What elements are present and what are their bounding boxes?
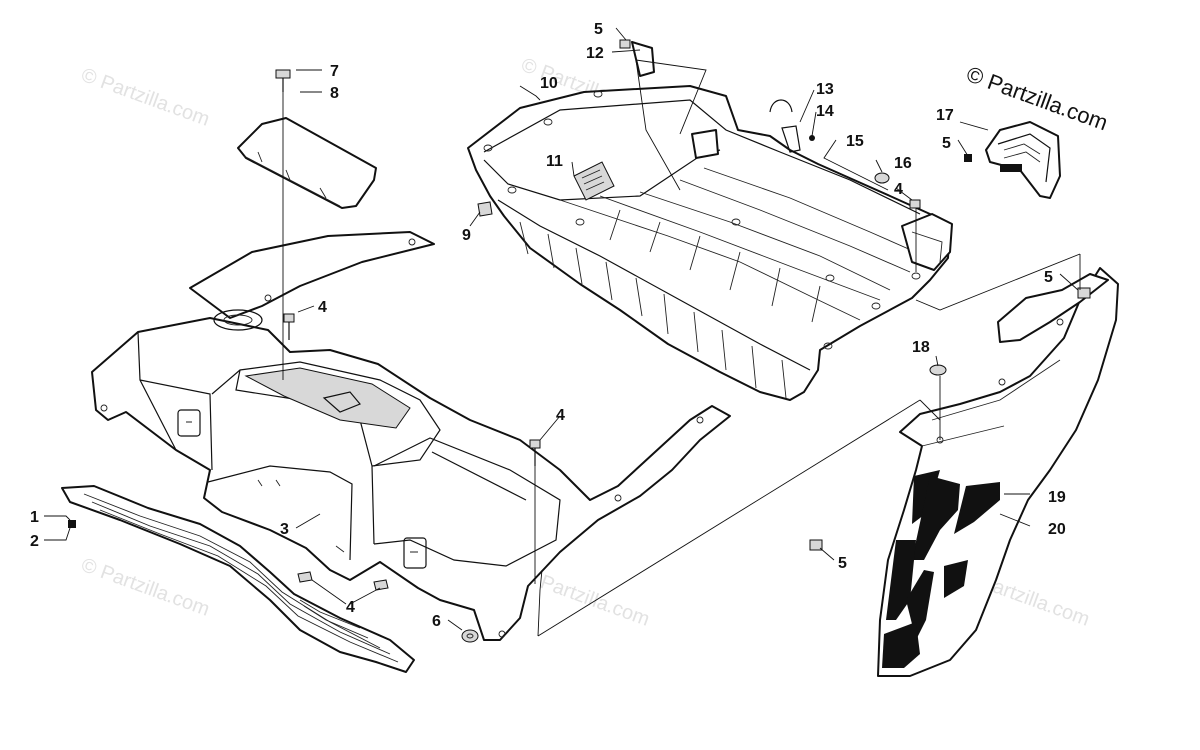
callout-4-body: 4	[556, 407, 565, 424]
callout-4-bed: 4	[894, 181, 903, 198]
callout-1: 1	[30, 509, 39, 526]
watermark-bottom-left: © Partzilla.com	[78, 554, 212, 621]
rear-grille	[61, 485, 415, 673]
callout-16: 16	[894, 155, 912, 172]
callouts: 7 8 4 5 12 10 13 14 15 11 16 4 9 17 5 5 …	[30, 21, 1066, 630]
callout-17: 17	[936, 107, 954, 124]
leader-lines	[44, 27, 1081, 637]
callout-14: 14	[816, 103, 834, 120]
callout-4-bottom: 4	[346, 599, 355, 616]
callout-5-taillight: 5	[942, 135, 951, 152]
callout-6: 6	[432, 613, 441, 630]
watermark-top-left: © Partzilla.com	[78, 64, 212, 131]
rear-body-panel	[91, 231, 731, 641]
lid-cover	[237, 117, 377, 209]
cargo-bed	[467, 41, 953, 401]
callout-8: 8	[330, 85, 339, 102]
callout-13: 13	[816, 81, 834, 98]
copyright-label: © Partzilla.com	[963, 61, 1111, 135]
callout-2: 2	[30, 533, 39, 550]
fasteners	[275, 39, 1091, 643]
callout-11: 11	[546, 153, 563, 170]
callout-10: 10	[540, 75, 558, 92]
callout-15: 15	[846, 133, 864, 150]
callout-18: 18	[912, 339, 930, 356]
callout-9: 9	[462, 227, 471, 244]
callout-5-bracket: 5	[594, 21, 603, 38]
callout-3: 3	[280, 521, 289, 538]
callout-5-bottom: 5	[838, 555, 847, 572]
callout-5-sidepanel: 5	[1044, 269, 1053, 286]
hinge-strap	[769, 99, 815, 153]
callout-7: 7	[330, 63, 339, 80]
tail-light	[964, 121, 1061, 199]
callout-20: 20	[1048, 521, 1066, 538]
callout-4-lid: 4	[318, 299, 327, 316]
callout-12: 12	[586, 45, 604, 62]
callout-19: 19	[1048, 489, 1066, 506]
